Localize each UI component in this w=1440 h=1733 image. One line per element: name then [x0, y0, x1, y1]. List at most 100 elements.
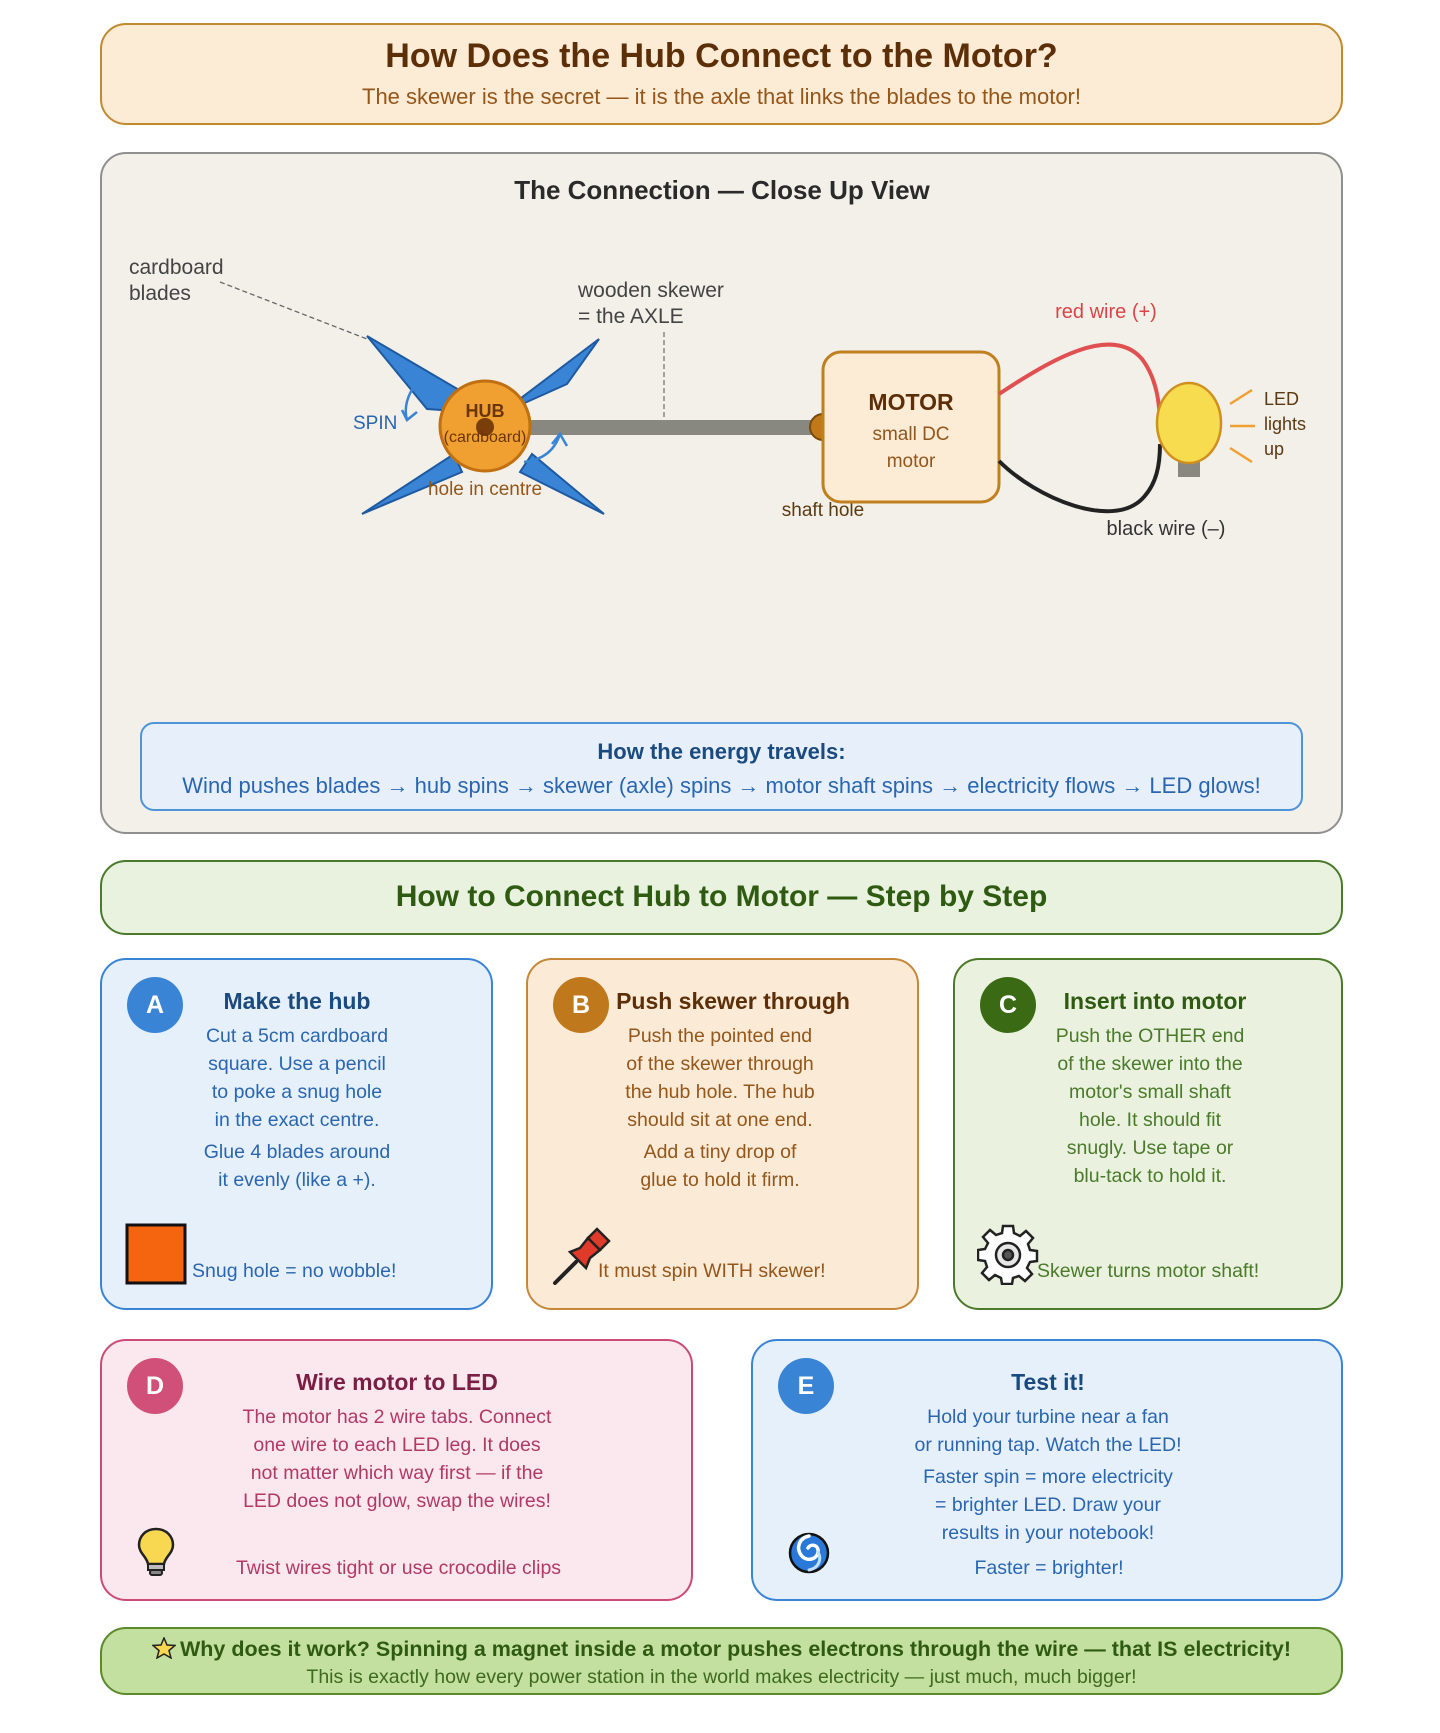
step-body-b: Push the pointed end of the skewer throug…: [585, 1022, 855, 1194]
step-body-a: Cut a 5cm cardboard square. Use a pencil t…: [162, 1022, 432, 1194]
step-c-line-4: hole. It should fit: [1078, 1109, 1221, 1131]
pushpin-icon: [553, 1227, 611, 1285]
red-wire: [997, 342, 1162, 430]
page-title: How Does the Hub Connect to the Motor?: [385, 37, 1058, 75]
step-d-line-1: The motor has 2 wire tabs. Connect: [242, 1406, 552, 1428]
step-a-line-2: square. Use a pencil: [208, 1053, 386, 1075]
step-card-a: A Make the hub Cut a 5cm cardboard square…: [100, 958, 493, 1310]
step-title-b: Push skewer through: [616, 988, 850, 1014]
step-tip-d: Twist wires tight or use crocodile clips: [235, 1557, 562, 1579]
step-title-c: Insert into motor: [1063, 988, 1247, 1014]
step-c-line-1: Push the OTHER end: [1055, 1025, 1245, 1047]
step-card-c: C Insert into motor Push the OTHER end of…: [953, 958, 1343, 1310]
shaft-hole-label: shaft hole: [782, 500, 864, 521]
connection-diagram: The Connection — Close Up View cardboard…: [129, 175, 1306, 540]
led-label-3: up: [1264, 439, 1284, 459]
spin-arrow-left-head: [400, 409, 418, 422]
step-c-line-6: blu-tack to hold it.: [1073, 1165, 1227, 1187]
step-e-line-3: Faster spin = more electricity: [923, 1466, 1173, 1488]
energy-text: Wind pushes blades → hub spins → skewer …: [182, 773, 1261, 798]
energy-heading: How the energy travels:: [597, 739, 846, 764]
spin-arrow-right: [523, 433, 562, 464]
step-b-line-3: the hub hole. The hub: [625, 1081, 815, 1103]
steps-header: How to Connect Hub to Motor — Step by St…: [100, 860, 1343, 935]
step-card-b: B Push skewer through Push the pointed e…: [526, 958, 919, 1310]
step-b-line-1: Push the pointed end: [627, 1025, 813, 1047]
steps-title: How to Connect Hub to Motor — Step by St…: [395, 880, 1048, 913]
step-a-line-3: to poke a snug hole: [211, 1081, 383, 1103]
step-body-d: The motor has 2 wire tabs. Connect one wi…: [197, 1403, 597, 1515]
gear-icon: [977, 1224, 1039, 1285]
led-bulb: [1155, 381, 1223, 465]
blades-label-line1: cardboard: [129, 256, 224, 279]
orange-square-icon: [125, 1223, 187, 1285]
step-tip-b: It must spin WITH skewer!: [598, 1260, 826, 1282]
step-badge-e: E: [778, 1358, 834, 1414]
step-c-line-3: motor's small shaft: [1069, 1081, 1231, 1103]
step-c-line-5: snugly. Use tape or: [1066, 1137, 1234, 1159]
step-d-line-4: LED does not glow, swap the wires!: [243, 1490, 551, 1512]
skewer-label-line1: wooden skewer: [577, 279, 724, 302]
title-banner: How Does the Hub Connect to the Motor? T…: [100, 23, 1343, 125]
step-tip-e: Faster = brighter!: [974, 1557, 1124, 1579]
why-title-row: Why does it work? Spinning a magnet insi…: [102, 1636, 1341, 1662]
spin-arrow-right-head: [551, 431, 569, 447]
step-e-line-1: Hold your turbine near a fan: [927, 1406, 1169, 1428]
step-b-line-2: of the skewer through: [626, 1053, 814, 1075]
step-e-line-4: = brighter LED. Draw your: [935, 1494, 1161, 1516]
step-card-e: E Test it! Hold your turbine near a fan o…: [751, 1339, 1343, 1601]
step-badge-c: C: [980, 977, 1036, 1033]
hub-label: HUB: [466, 401, 505, 421]
black-wire: [997, 443, 1162, 514]
led-ray-1: [1229, 388, 1253, 406]
energy-flow-box: How the energy travels: Wind pushes blad…: [140, 722, 1303, 811]
cyclone-icon: [788, 1532, 830, 1574]
why-it-works-box: Why does it work? Spinning a magnet insi…: [100, 1627, 1343, 1695]
led-ray-3: [1229, 446, 1253, 464]
step-title-e: Test it!: [1011, 1369, 1085, 1395]
diagram-title: The Connection — Close Up View: [514, 175, 930, 205]
step-badge-b: B: [553, 977, 609, 1033]
hub-centre-hole: [476, 418, 494, 436]
step-tip-c: Skewer turns motor shaft!: [1037, 1260, 1260, 1282]
light-bulb-icon: [137, 1527, 175, 1576]
led-label-1: LED: [1264, 389, 1299, 409]
step-d-line-2: one wire to each LED leg. It does: [253, 1434, 541, 1456]
hub-sublabel: (cardboard): [444, 429, 527, 446]
step-body-e: Hold your turbine near a fan or running t…: [848, 1403, 1248, 1547]
red-wire-label: red wire (+): [1055, 301, 1157, 323]
blade-top-right: [499, 338, 600, 415]
step-b-line-5: Add a tiny drop of: [643, 1141, 797, 1163]
motor: [821, 350, 1001, 504]
spin-label: SPIN: [353, 413, 397, 434]
step-a-line-6: it evenly (like a +).: [218, 1169, 376, 1191]
step-a-line-5: Glue 4 blades around: [203, 1141, 391, 1163]
led-label-2: lights: [1264, 414, 1306, 434]
skewer-label-line2: = the AXLE: [578, 305, 684, 328]
step-badge-a: A: [127, 977, 183, 1033]
why-subtitle: This is exactly how every power station …: [306, 1666, 1137, 1688]
step-b-line-6: glue to hold it firm.: [640, 1169, 800, 1191]
step-a-line-1: Cut a 5cm cardboard: [205, 1025, 389, 1047]
step-b-line-4: should sit at one end.: [627, 1109, 813, 1131]
blades-leader-line: [219, 281, 368, 340]
step-badge-d: D: [127, 1358, 183, 1414]
step-title-d: Wire motor to LED: [296, 1369, 498, 1395]
black-wire-label: black wire (–): [1107, 518, 1226, 540]
motor-label: MOTOR: [868, 389, 954, 415]
step-a-line-4: in the exact centre.: [214, 1109, 380, 1131]
step-title-a: Make the hub: [223, 988, 371, 1014]
led-glow-rays: [1229, 388, 1255, 464]
blades-label-line2: blades: [129, 282, 191, 305]
skewer-axle: [527, 420, 825, 435]
motor-sublabel-1: small DC: [872, 424, 949, 445]
step-tip-a: Snug hole = no wobble!: [192, 1260, 397, 1282]
step-e-line-5: results in your notebook!: [941, 1522, 1155, 1544]
connection-diagram-panel: The Connection — Close Up View cardboard…: [100, 152, 1343, 834]
hub-hole-label: hole in centre: [428, 479, 542, 500]
step-card-d: D Wire motor to LED The motor has 2 wire…: [100, 1339, 693, 1601]
motor-sublabel-2: motor: [887, 451, 936, 472]
star-icon: [151, 1636, 177, 1660]
step-c-line-2: of the skewer into the: [1057, 1053, 1243, 1075]
step-e-line-2: or running tap. Watch the LED!: [914, 1434, 1182, 1456]
